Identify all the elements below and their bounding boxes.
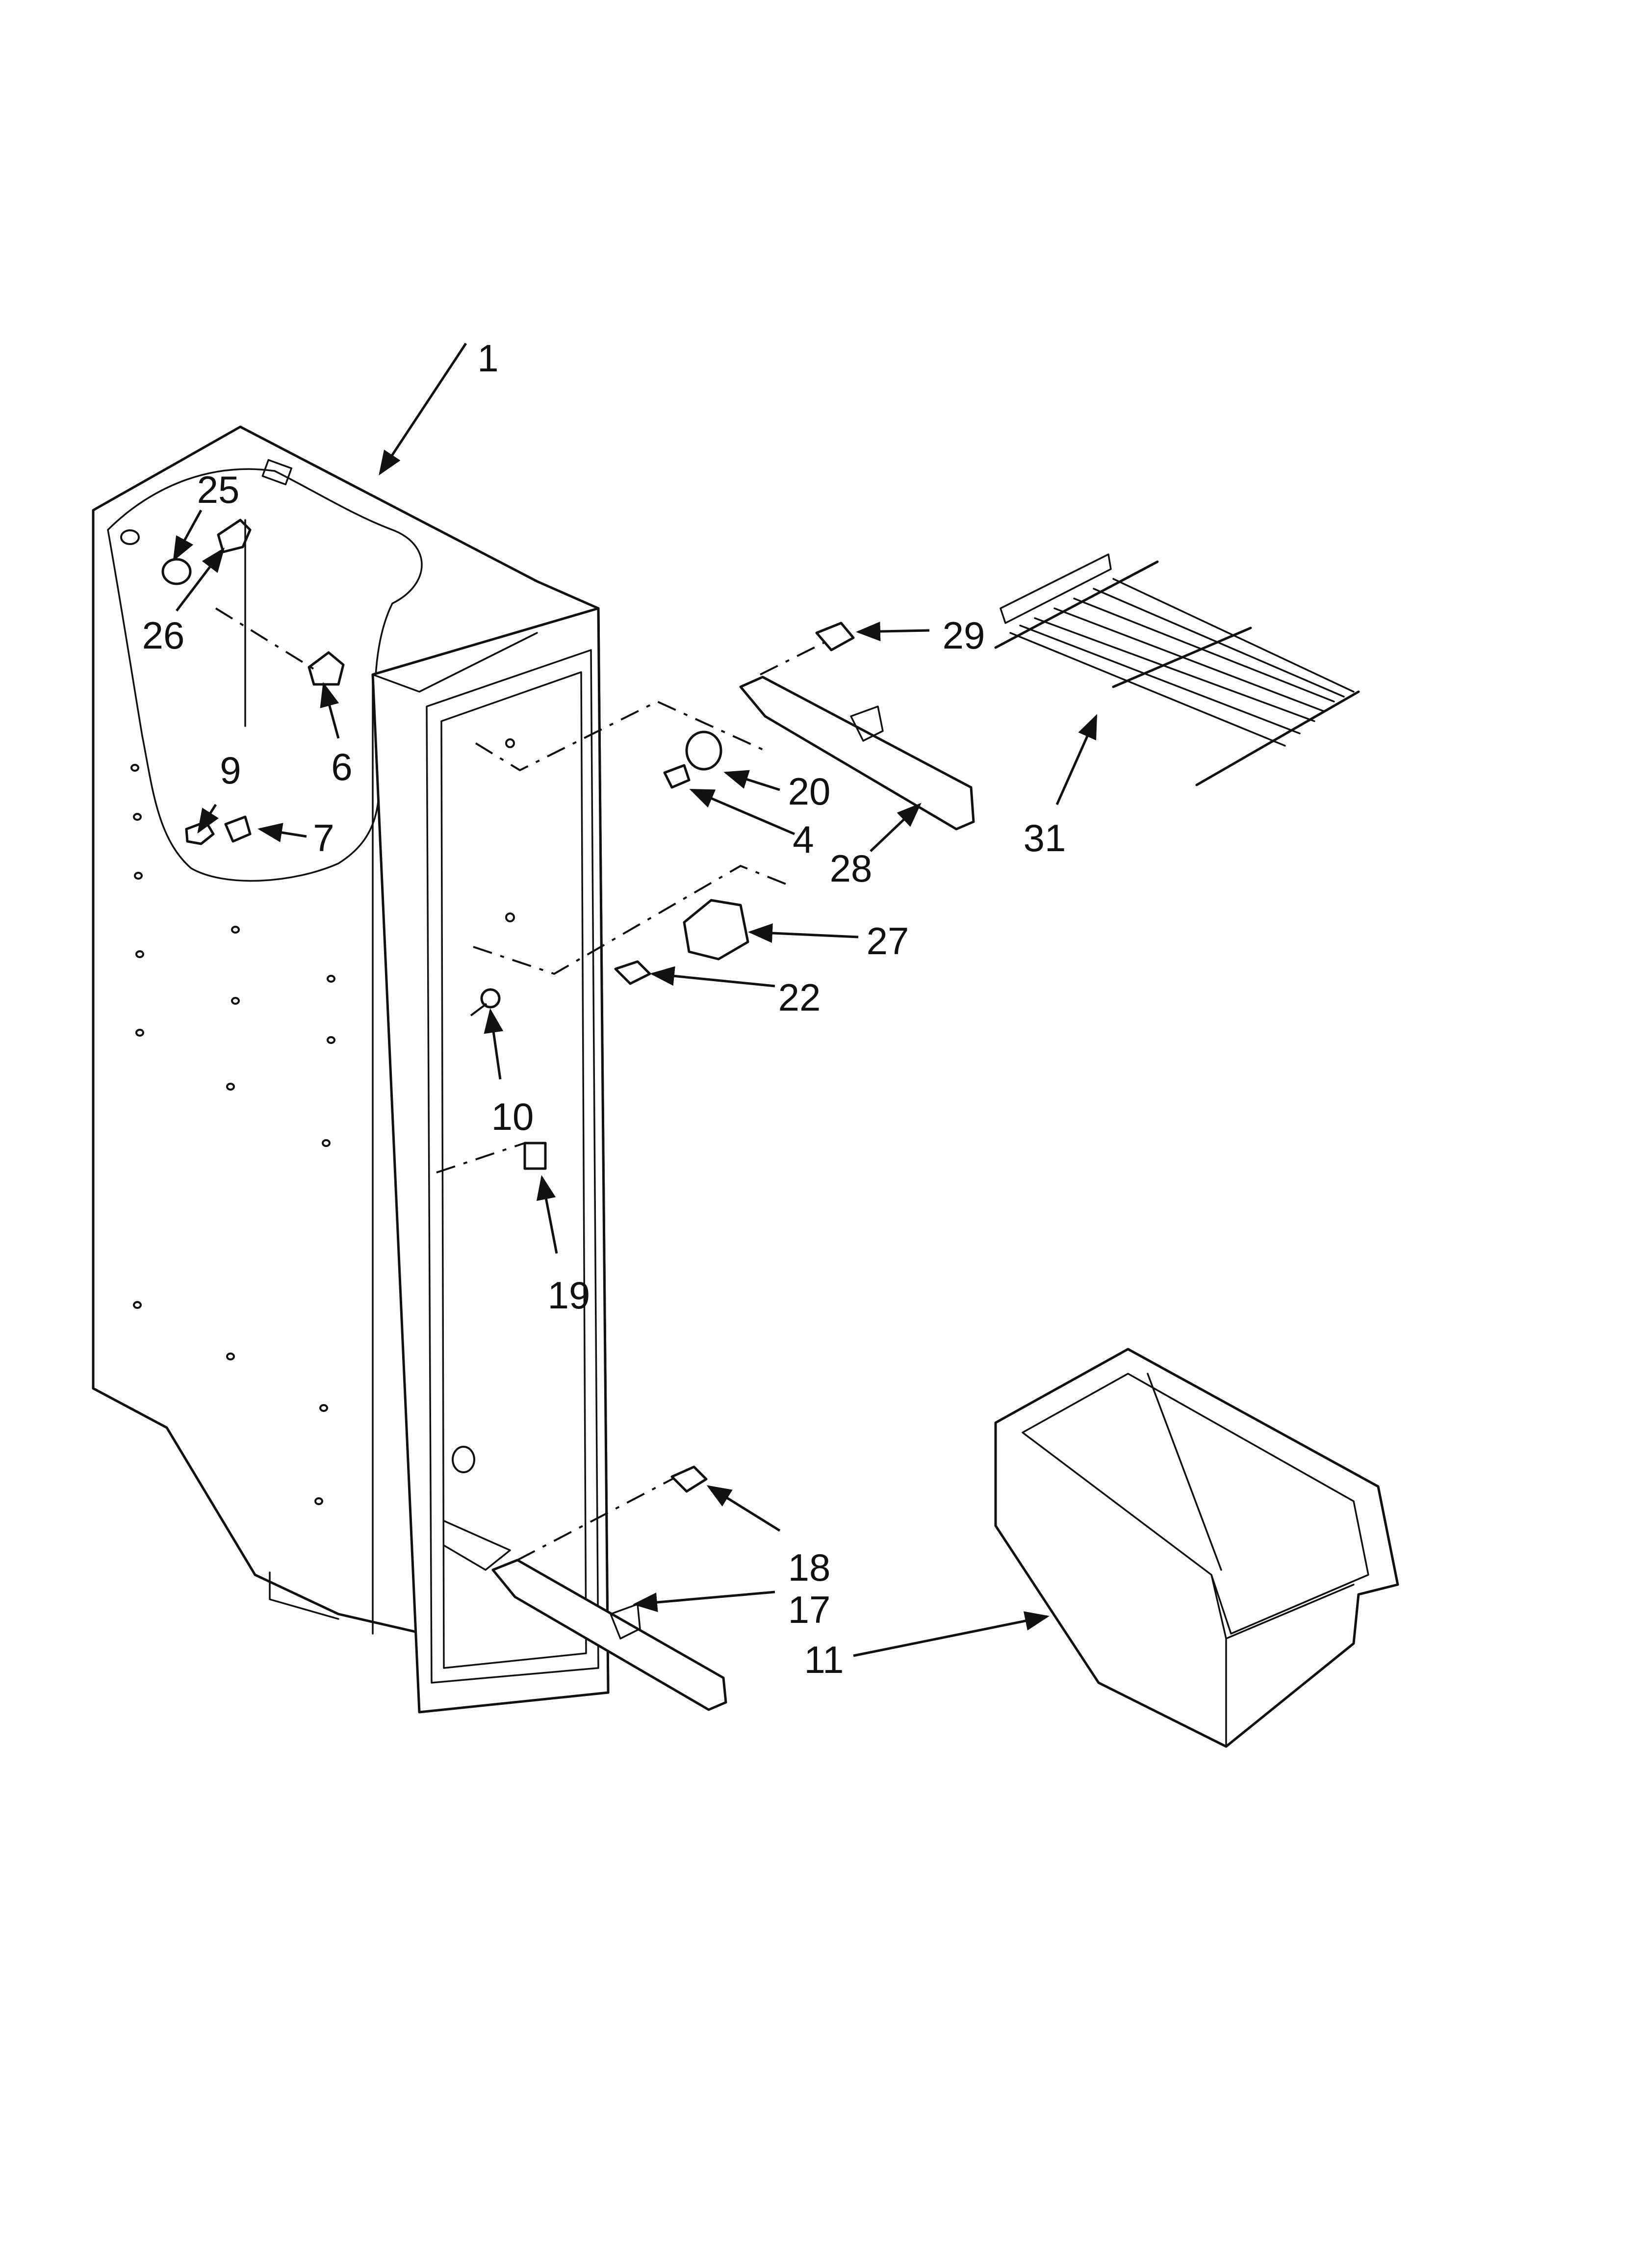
callout-29: 29 xyxy=(943,614,985,657)
callout-18: 18 xyxy=(788,1546,831,1589)
clip-part-7 xyxy=(224,815,252,843)
wire-shelf-31 xyxy=(994,553,1360,786)
screw-29 xyxy=(815,622,855,652)
bushing-20 xyxy=(663,730,722,789)
callout-25: 25 xyxy=(197,468,240,511)
screw-22 xyxy=(614,960,651,985)
callout-4: 4 xyxy=(793,818,814,861)
freezer-liner xyxy=(92,425,610,1714)
callout-10: 10 xyxy=(491,1095,534,1138)
bracket-part-6 xyxy=(308,651,345,686)
callout-19: 19 xyxy=(548,1274,590,1317)
shelf-rail-28 xyxy=(739,637,975,831)
callout-9: 9 xyxy=(220,749,241,792)
leader-arrows xyxy=(173,342,1098,1657)
callout-labels: 1 25 26 6 9 7 29 20 4 28 31 27 22 10 19 … xyxy=(142,337,1066,1681)
callout-20: 20 xyxy=(788,770,831,813)
parts-mounted-on-front xyxy=(436,700,790,1173)
callout-31: 31 xyxy=(1024,816,1066,860)
ice-bin-11 xyxy=(994,1348,1399,1748)
shelf-rail-17 xyxy=(491,1476,727,1711)
callout-22: 22 xyxy=(778,976,821,1019)
callout-26: 26 xyxy=(142,614,185,657)
callout-1: 1 xyxy=(477,337,498,380)
callout-17: 17 xyxy=(788,1588,831,1631)
liner-mounting-holes xyxy=(120,529,475,1505)
callout-7: 7 xyxy=(313,816,334,860)
bracket-27 xyxy=(683,899,749,961)
screw-18 xyxy=(670,1465,708,1493)
callout-11: 11 xyxy=(804,1638,844,1681)
callout-28: 28 xyxy=(830,847,872,890)
callout-6: 6 xyxy=(331,745,352,788)
callout-27: 27 xyxy=(867,919,909,963)
